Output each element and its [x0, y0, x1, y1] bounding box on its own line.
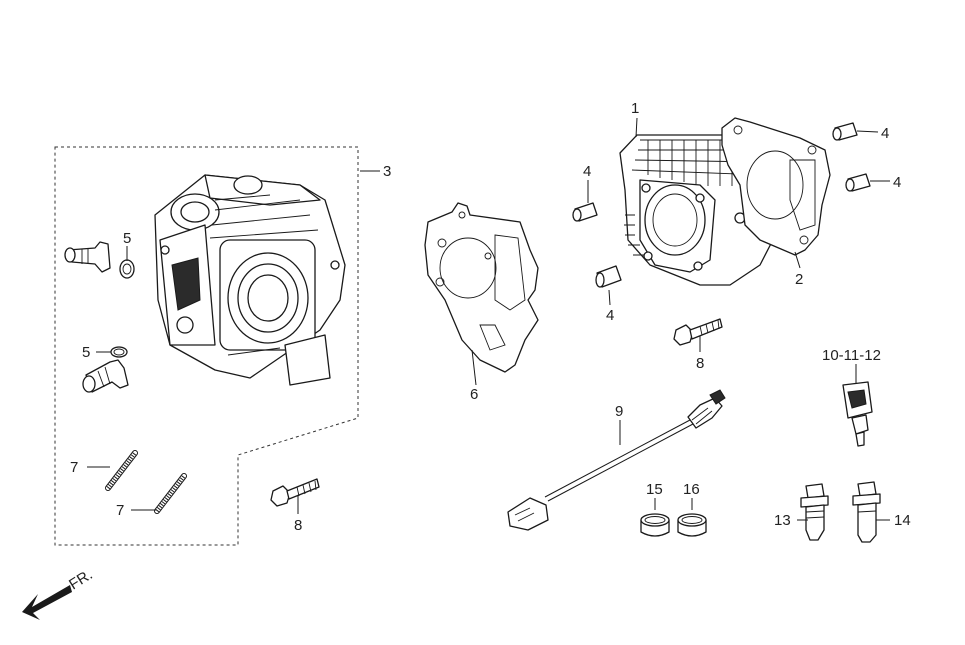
callout-4a: 4 — [583, 163, 591, 180]
callout-14: 14 — [894, 512, 911, 529]
callout-4d: 4 — [893, 174, 901, 191]
dowel-pin-4 — [845, 173, 871, 192]
callout-13: 13 — [774, 512, 791, 529]
cap-16 — [677, 513, 707, 537]
bolt-upper — [673, 318, 723, 346]
callout-1: 1 — [631, 100, 639, 117]
dowel-pin-3 — [832, 122, 858, 141]
temperature-sensor-cable — [507, 389, 726, 531]
leader-lines — [87, 117, 890, 521]
dowel-pin-1 — [572, 202, 598, 222]
seal-ring-lower — [110, 346, 128, 358]
seal-ring-upper — [119, 259, 135, 279]
callout-16: 16 — [683, 481, 700, 498]
head-gasket — [424, 202, 539, 373]
callout-7a: 7 — [70, 459, 78, 476]
callout-10-11-12: 10-11-12 — [822, 347, 881, 364]
callout-5a: 5 — [123, 230, 131, 247]
callout-4c: 4 — [881, 125, 889, 142]
callout-6: 6 — [470, 386, 478, 403]
callout-4b: 4 — [606, 307, 614, 324]
callout-5b: 5 — [82, 344, 90, 361]
dowel-pin-2 — [595, 265, 622, 288]
valve-upper — [64, 241, 111, 273]
fitting-14 — [852, 481, 881, 543]
callout-7b: 7 — [116, 502, 124, 519]
front-direction-arrow-icon — [22, 585, 72, 620]
cylinder-head-group-outline — [54, 146, 359, 546]
cylinder-head — [154, 174, 346, 386]
base-gasket — [721, 117, 831, 256]
temperature-switch — [842, 381, 873, 447]
fitting-13 — [800, 483, 829, 541]
callout-9: 9 — [615, 403, 623, 420]
valve-lower — [82, 359, 129, 393]
callout-15: 15 — [646, 481, 663, 498]
bolt-lower — [270, 478, 320, 507]
callout-2: 2 — [795, 271, 803, 288]
callout-8a: 8 — [696, 355, 704, 372]
cap-15 — [640, 513, 670, 537]
stud-upper — [105, 450, 138, 491]
callout-3: 3 — [383, 163, 391, 180]
stud-lower — [154, 473, 187, 514]
callout-8b: 8 — [294, 517, 302, 534]
